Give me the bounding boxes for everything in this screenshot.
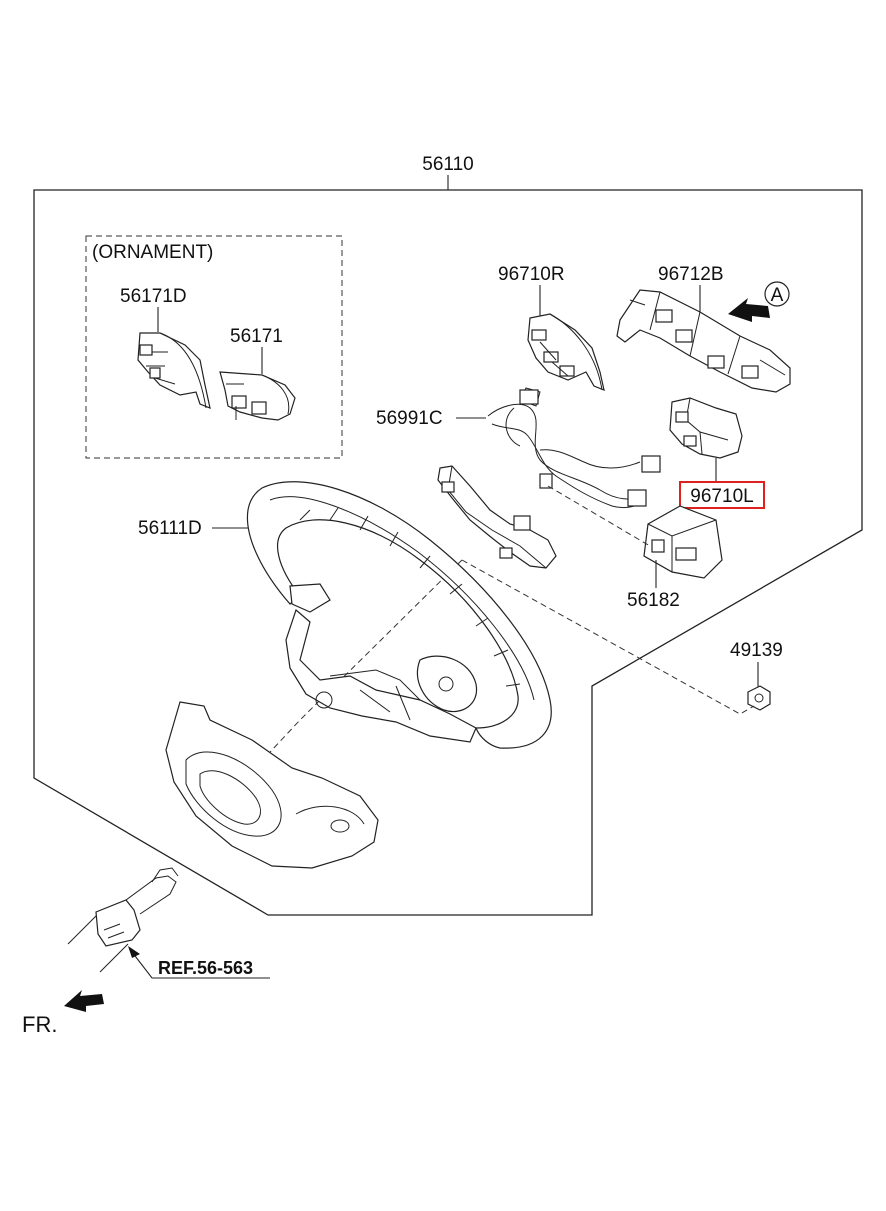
label-view-a: A <box>771 285 784 306</box>
label-56110: 56110 <box>422 154 473 175</box>
switch-bracket-part <box>616 289 791 393</box>
module-part <box>643 505 723 579</box>
label-56171: 56171 <box>230 326 283 347</box>
reference-arrowhead <box>128 946 140 958</box>
assembly-frame <box>33 189 863 916</box>
nut-part <box>747 685 771 711</box>
switch-right-part <box>527 313 605 391</box>
switch-left-part <box>669 397 743 459</box>
view-a-arrow <box>728 298 770 322</box>
dashed-axis-nut <box>461 559 755 715</box>
label-56182: 56182 <box>627 590 680 611</box>
label-56991C: 56991C <box>376 408 443 429</box>
ornament-left-part <box>137 332 211 409</box>
ornament-right-part <box>219 371 296 421</box>
label-ornament: (ORNAMENT) <box>92 242 213 263</box>
view-a-circle <box>764 281 790 307</box>
front-arrow <box>64 990 104 1012</box>
highlight-96710L <box>679 481 765 509</box>
label-reference: REF.56-563 <box>158 958 253 978</box>
label-96710L: 96710L <box>690 486 753 507</box>
steering-column-part <box>67 867 179 973</box>
label-96710R: 96710R <box>498 264 565 285</box>
mounting-clip-part <box>437 465 557 569</box>
lower-cover-part <box>165 701 379 869</box>
wiring-harness-part <box>487 387 661 509</box>
label-96712B: 96712B <box>658 264 724 285</box>
label-49139: 49139 <box>730 640 783 661</box>
label-56171D: 56171D <box>120 286 187 307</box>
ornament-group-box <box>85 235 343 459</box>
steering-wheel-part <box>246 481 552 749</box>
label-front: FR. <box>22 1012 57 1037</box>
reference-leader <box>131 951 270 979</box>
label-56111D: 56111D <box>138 518 202 539</box>
